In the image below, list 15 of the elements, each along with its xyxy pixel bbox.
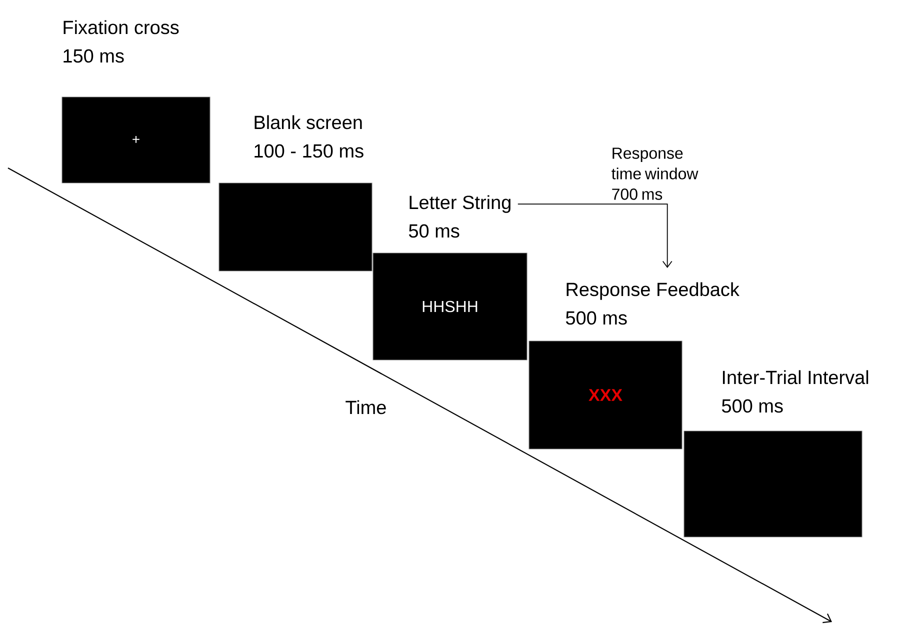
edge-label: Response time window 700 ms bbox=[612, 148, 698, 200]
step-name: Fixation cross bbox=[64, 20, 179, 34]
step-name: Letter String bbox=[410, 195, 510, 213]
duration: 150 ms bbox=[64, 49, 124, 63]
duration: 100 - 150 ms bbox=[254, 144, 364, 158]
screen-box: + bbox=[62, 96, 210, 184]
step-name: Inter-Trial Interval bbox=[722, 370, 868, 384]
axis-label: Time bbox=[346, 400, 386, 414]
step-name: Blank screen bbox=[254, 115, 362, 130]
duration: 500 ms bbox=[722, 399, 783, 413]
duration: 50 ms bbox=[408, 224, 460, 238]
step-name: Response Feedback bbox=[566, 282, 740, 300]
screen-box: HHSHH bbox=[372, 252, 528, 360]
duration: 500 ms bbox=[566, 311, 627, 325]
screen-box: XXX bbox=[528, 340, 682, 450]
